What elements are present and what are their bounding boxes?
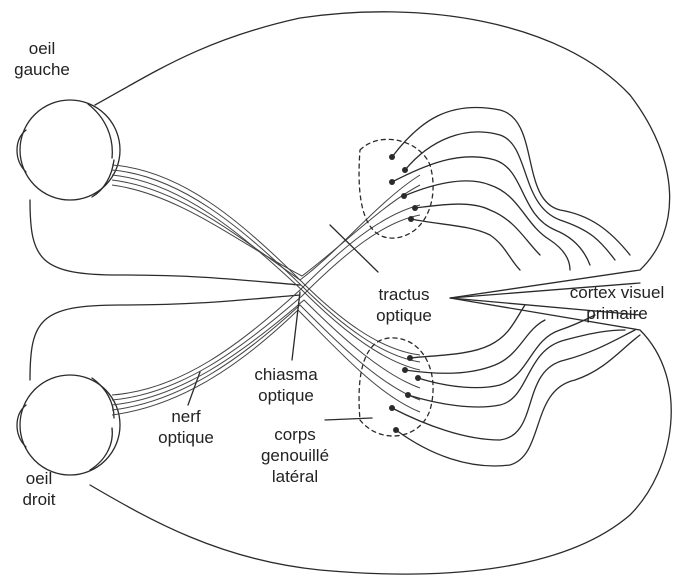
label-primary-visual-cortex: cortex visuel primaire xyxy=(557,282,677,324)
label-left-eye: oeil gauche xyxy=(6,38,78,80)
label-right-eye: oeil droit xyxy=(8,468,70,510)
brain-inner-contour-upper xyxy=(30,200,300,285)
label-optic-nerve: nerf optique xyxy=(146,406,226,448)
left-eye xyxy=(17,100,120,200)
label-lateral-geniculate-body: corps genouillé latéral xyxy=(240,424,350,487)
pointer-lateral-geniculate xyxy=(325,418,372,420)
right-eye xyxy=(17,375,120,475)
label-optic-tract: tractus optique xyxy=(360,284,448,326)
optic-radiation-upper xyxy=(392,107,630,270)
label-optic-chiasm: chiasma optique xyxy=(242,364,330,406)
pointer-optic-chiasm xyxy=(292,292,300,360)
optic-radiation-lower xyxy=(392,305,640,466)
